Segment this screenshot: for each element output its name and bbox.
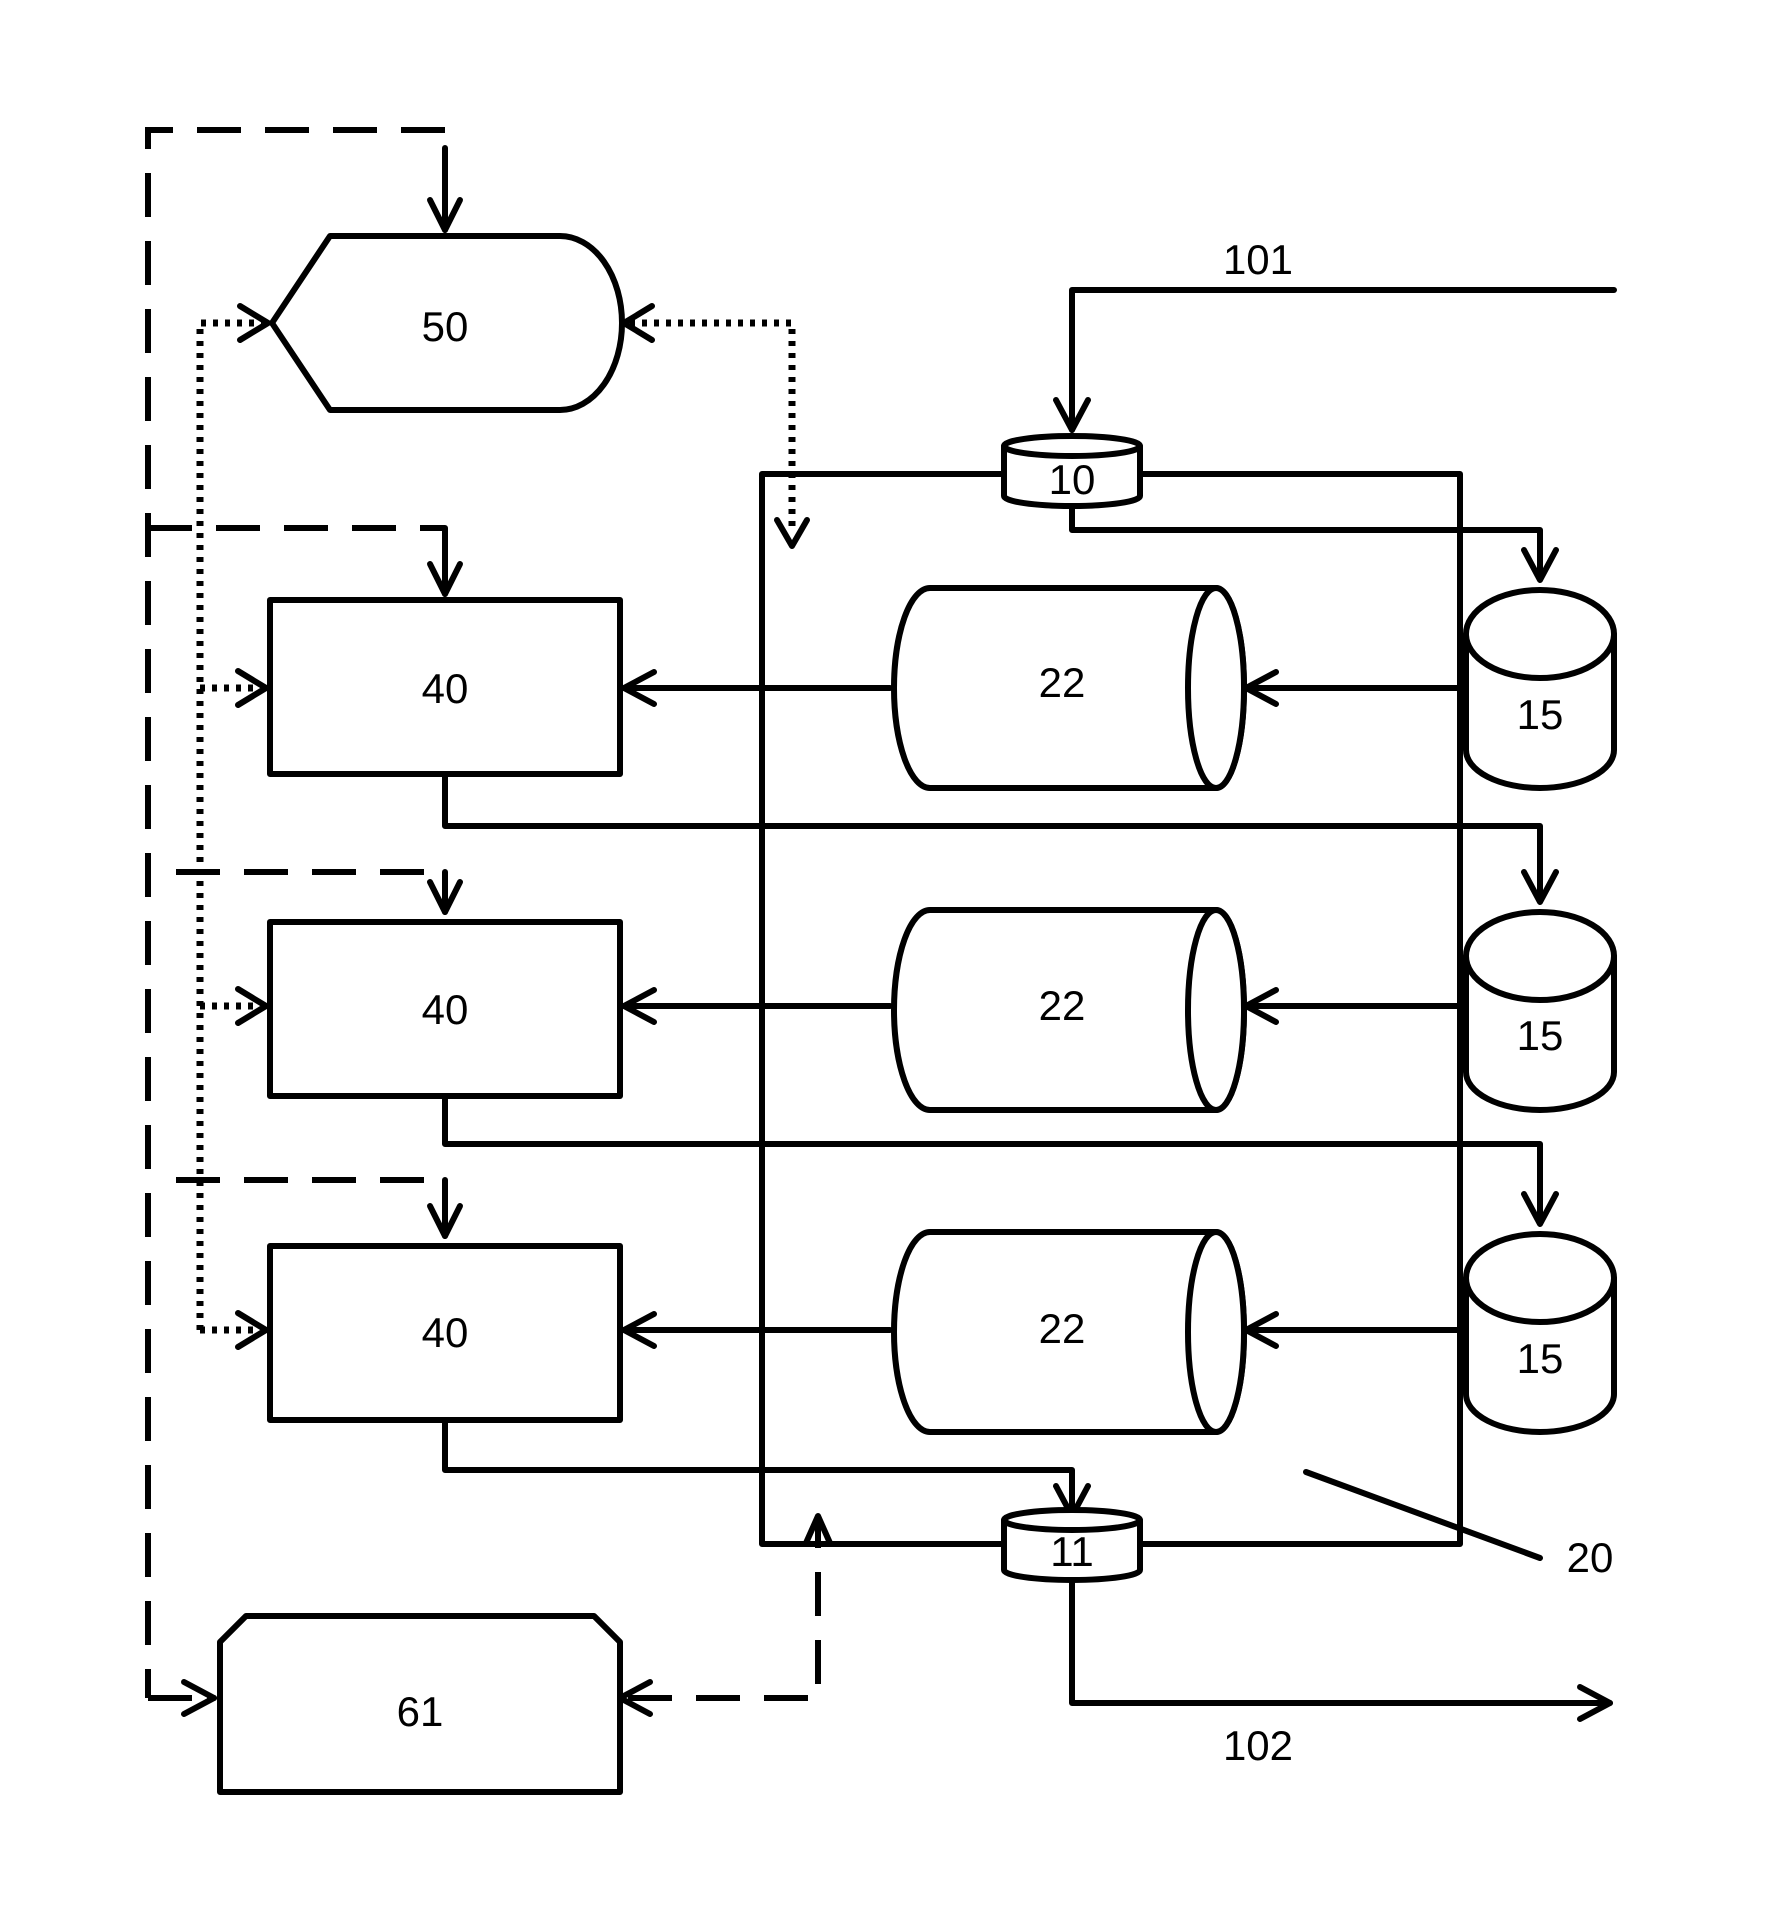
unit-label: 40 — [422, 665, 469, 712]
vessel-label: 22 — [1039, 1305, 1086, 1352]
tank-15-bottom: 15 — [1466, 1234, 1614, 1432]
housing-label: 20 — [1567, 1534, 1614, 1581]
unit-40-bottom: 40 — [270, 1246, 620, 1420]
outlet-stream-line — [1072, 1578, 1610, 1703]
vessel-22-mid: 22 — [894, 910, 1244, 1110]
module-61: 61 — [220, 1616, 620, 1792]
controller-label: 50 — [422, 303, 469, 350]
tank-label: 15 — [1517, 1012, 1564, 1059]
tank-label: 15 — [1517, 1335, 1564, 1382]
unit-label: 40 — [422, 1309, 469, 1356]
unit-label: 40 — [422, 986, 469, 1033]
vessel-22-top: 22 — [894, 588, 1244, 788]
outlet-valve-11: 11 — [1004, 1510, 1140, 1580]
tank-15-mid: 15 — [1466, 912, 1614, 1110]
vessel-label: 22 — [1039, 659, 1086, 706]
inlet-stream-label: 101 — [1223, 236, 1293, 283]
unit-40-top: 40 — [270, 600, 620, 774]
controller-50: 50 — [272, 236, 622, 410]
unit-40-mid: 40 — [270, 922, 620, 1096]
vessel-22-bottom: 22 — [894, 1232, 1244, 1432]
outlet-stream-label: 102 — [1223, 1722, 1293, 1769]
inlet-stream-line — [1072, 290, 1614, 430]
module-label: 61 — [397, 1688, 444, 1735]
tank-label: 15 — [1517, 691, 1564, 738]
vessel-label: 22 — [1039, 982, 1086, 1029]
inlet-valve-10: 10 — [1004, 436, 1140, 506]
valve-label: 10 — [1049, 456, 1096, 503]
tank-15-top: 15 — [1466, 590, 1614, 788]
valve-label: 11 — [1050, 1528, 1094, 1575]
